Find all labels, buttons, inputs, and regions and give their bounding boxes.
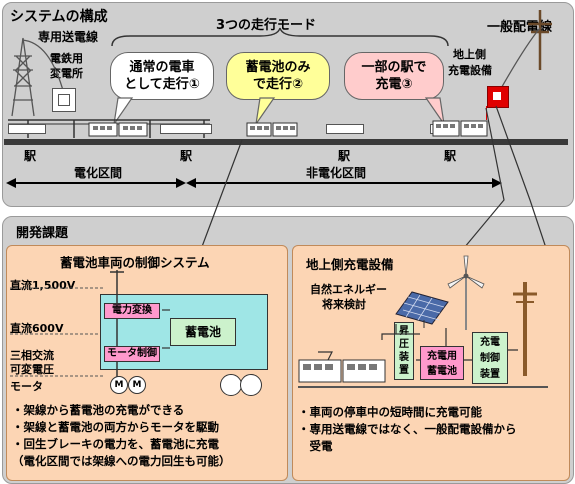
renewable-label-2: 将来検討 (322, 298, 366, 311)
charging-train-icon (298, 351, 386, 383)
charge-control-line3: 装置 (480, 369, 500, 380)
mode-bubble-station-charge: 一部の駅で 充電③ (344, 52, 444, 100)
charge-control-line1: 充電 (480, 337, 500, 348)
charging-bullet-1: ・車両の停車中の短時間に充電可能 (298, 405, 482, 419)
system-configuration-panel (2, 2, 574, 207)
vehicle-control-title: 蓄電池車両の制御システム (60, 255, 210, 270)
mode2-line1: 蓄電池のみ (245, 60, 311, 75)
station-label-2: 駅 (180, 149, 193, 163)
voltage-1500: 直流1,500V (10, 279, 76, 292)
grid-to-charger-line (498, 27, 541, 93)
platform-3 (326, 124, 364, 134)
battery-box: 蓄電池 (170, 318, 236, 346)
charge-battery-line1: 充電用 (427, 351, 457, 362)
station-label-3: 駅 (338, 149, 351, 163)
vehicle-bullet-4: （電化区間では架線への電力回生も可能） (12, 454, 231, 468)
train-charging (432, 120, 488, 137)
charging-bullet-3: 受電 (298, 439, 333, 453)
charging-platform (298, 386, 548, 388)
mode1-line2: として走行① (124, 77, 200, 92)
renewable-label-1: 自然エネルギー (310, 283, 387, 296)
mode3-line1: 一部の駅で (361, 60, 427, 75)
train-battery (246, 122, 298, 137)
bubble3-tail (424, 97, 445, 125)
station-label-4: 駅 (444, 149, 457, 163)
platform-1 (8, 124, 46, 134)
system-title: システムの構成 (10, 9, 108, 25)
development-title: 開発課題 (16, 226, 69, 241)
solar-panel-icon (395, 291, 449, 328)
voltage-ac-1: 三相交流 (10, 349, 54, 362)
vehicle-bullet-2: ・架線と蓄電池の両方からモータを駆動 (12, 420, 219, 434)
utility-pole-right-icon (513, 282, 537, 376)
track (4, 139, 568, 145)
substation-icon (52, 88, 76, 112)
mode3-line2: 充電③ (375, 77, 413, 92)
platform-2 (160, 124, 212, 134)
motor-control-box: モータ制御 (104, 346, 160, 362)
mode-bubble-conventional: 通常の電車 として走行① (110, 52, 214, 100)
motor-icon-2: M (128, 376, 146, 394)
utility-pole-icon (528, 10, 552, 70)
modes-brace (111, 27, 449, 47)
ground-charger-icon (487, 86, 509, 108)
boost-char-2: 圧 (399, 339, 409, 350)
power-converter-box: 電力変換 (104, 303, 160, 319)
boost-char-4: 置 (399, 365, 409, 376)
feeder-line-label: 専用送電線 (38, 30, 99, 44)
motor-label: モータ (10, 380, 43, 393)
running-modes-label: 3つの走行モード (216, 18, 317, 33)
transmission-tower-icon (11, 37, 35, 117)
charging-wiring (381, 324, 518, 361)
boost-device-box: 昇 圧 装 置 (394, 322, 414, 380)
vehicle-bullet-1: ・架線から蓄電池の充電ができる (12, 403, 185, 417)
bubble1-tail (113, 97, 134, 125)
ground-charger-label-2: 充電設備 (448, 64, 492, 77)
wheel-icon-1 (220, 374, 242, 396)
section-arrows (6, 178, 502, 188)
wind-turbine-icon (447, 255, 485, 330)
charge-battery-box: 充電用 蓄電池 (420, 346, 464, 380)
substation-label-1: 電鉄用 (50, 52, 83, 65)
charging-bullet-2: ・専用送電線ではなく、一般配電設備から (298, 422, 517, 436)
non-electrified-section-label: 非電化区間 (306, 166, 367, 180)
mode2-line2: で走行② (252, 77, 303, 92)
charge-battery-line2: 蓄電池 (427, 366, 457, 377)
electrified-section-label: 電化区間 (74, 166, 123, 180)
voltage-ac-2: 可変電圧 (10, 363, 54, 376)
train-conventional (88, 122, 148, 137)
mode1-line1: 通常の電車 (129, 60, 195, 75)
motor-icon-1: M (110, 376, 128, 394)
feeder-line (21, 39, 65, 95)
ground-charger-label-1: 地上側 (453, 48, 486, 61)
wheel-icon-2 (240, 374, 262, 396)
ground-charging-title: 地上側充電設備 (306, 257, 394, 272)
mode-bubble-battery-only: 蓄電池のみ で走行② (226, 52, 330, 100)
bubble2-tail (255, 97, 276, 125)
charge-control-line2: 制御 (480, 353, 500, 364)
station-label-1: 駅 (24, 149, 37, 163)
voltage-600: 直流600V (10, 322, 64, 335)
boost-char-1: 昇 (399, 326, 409, 337)
vehicle-wiring (110, 270, 170, 382)
vehicle-bullet-3: ・回生ブレーキの電力を、蓄電池に充電 (12, 437, 219, 451)
charge-control-box: 充電 制御 装置 (472, 332, 508, 384)
boost-char-3: 装 (399, 352, 409, 363)
voltage-dashed-lines (10, 287, 104, 377)
